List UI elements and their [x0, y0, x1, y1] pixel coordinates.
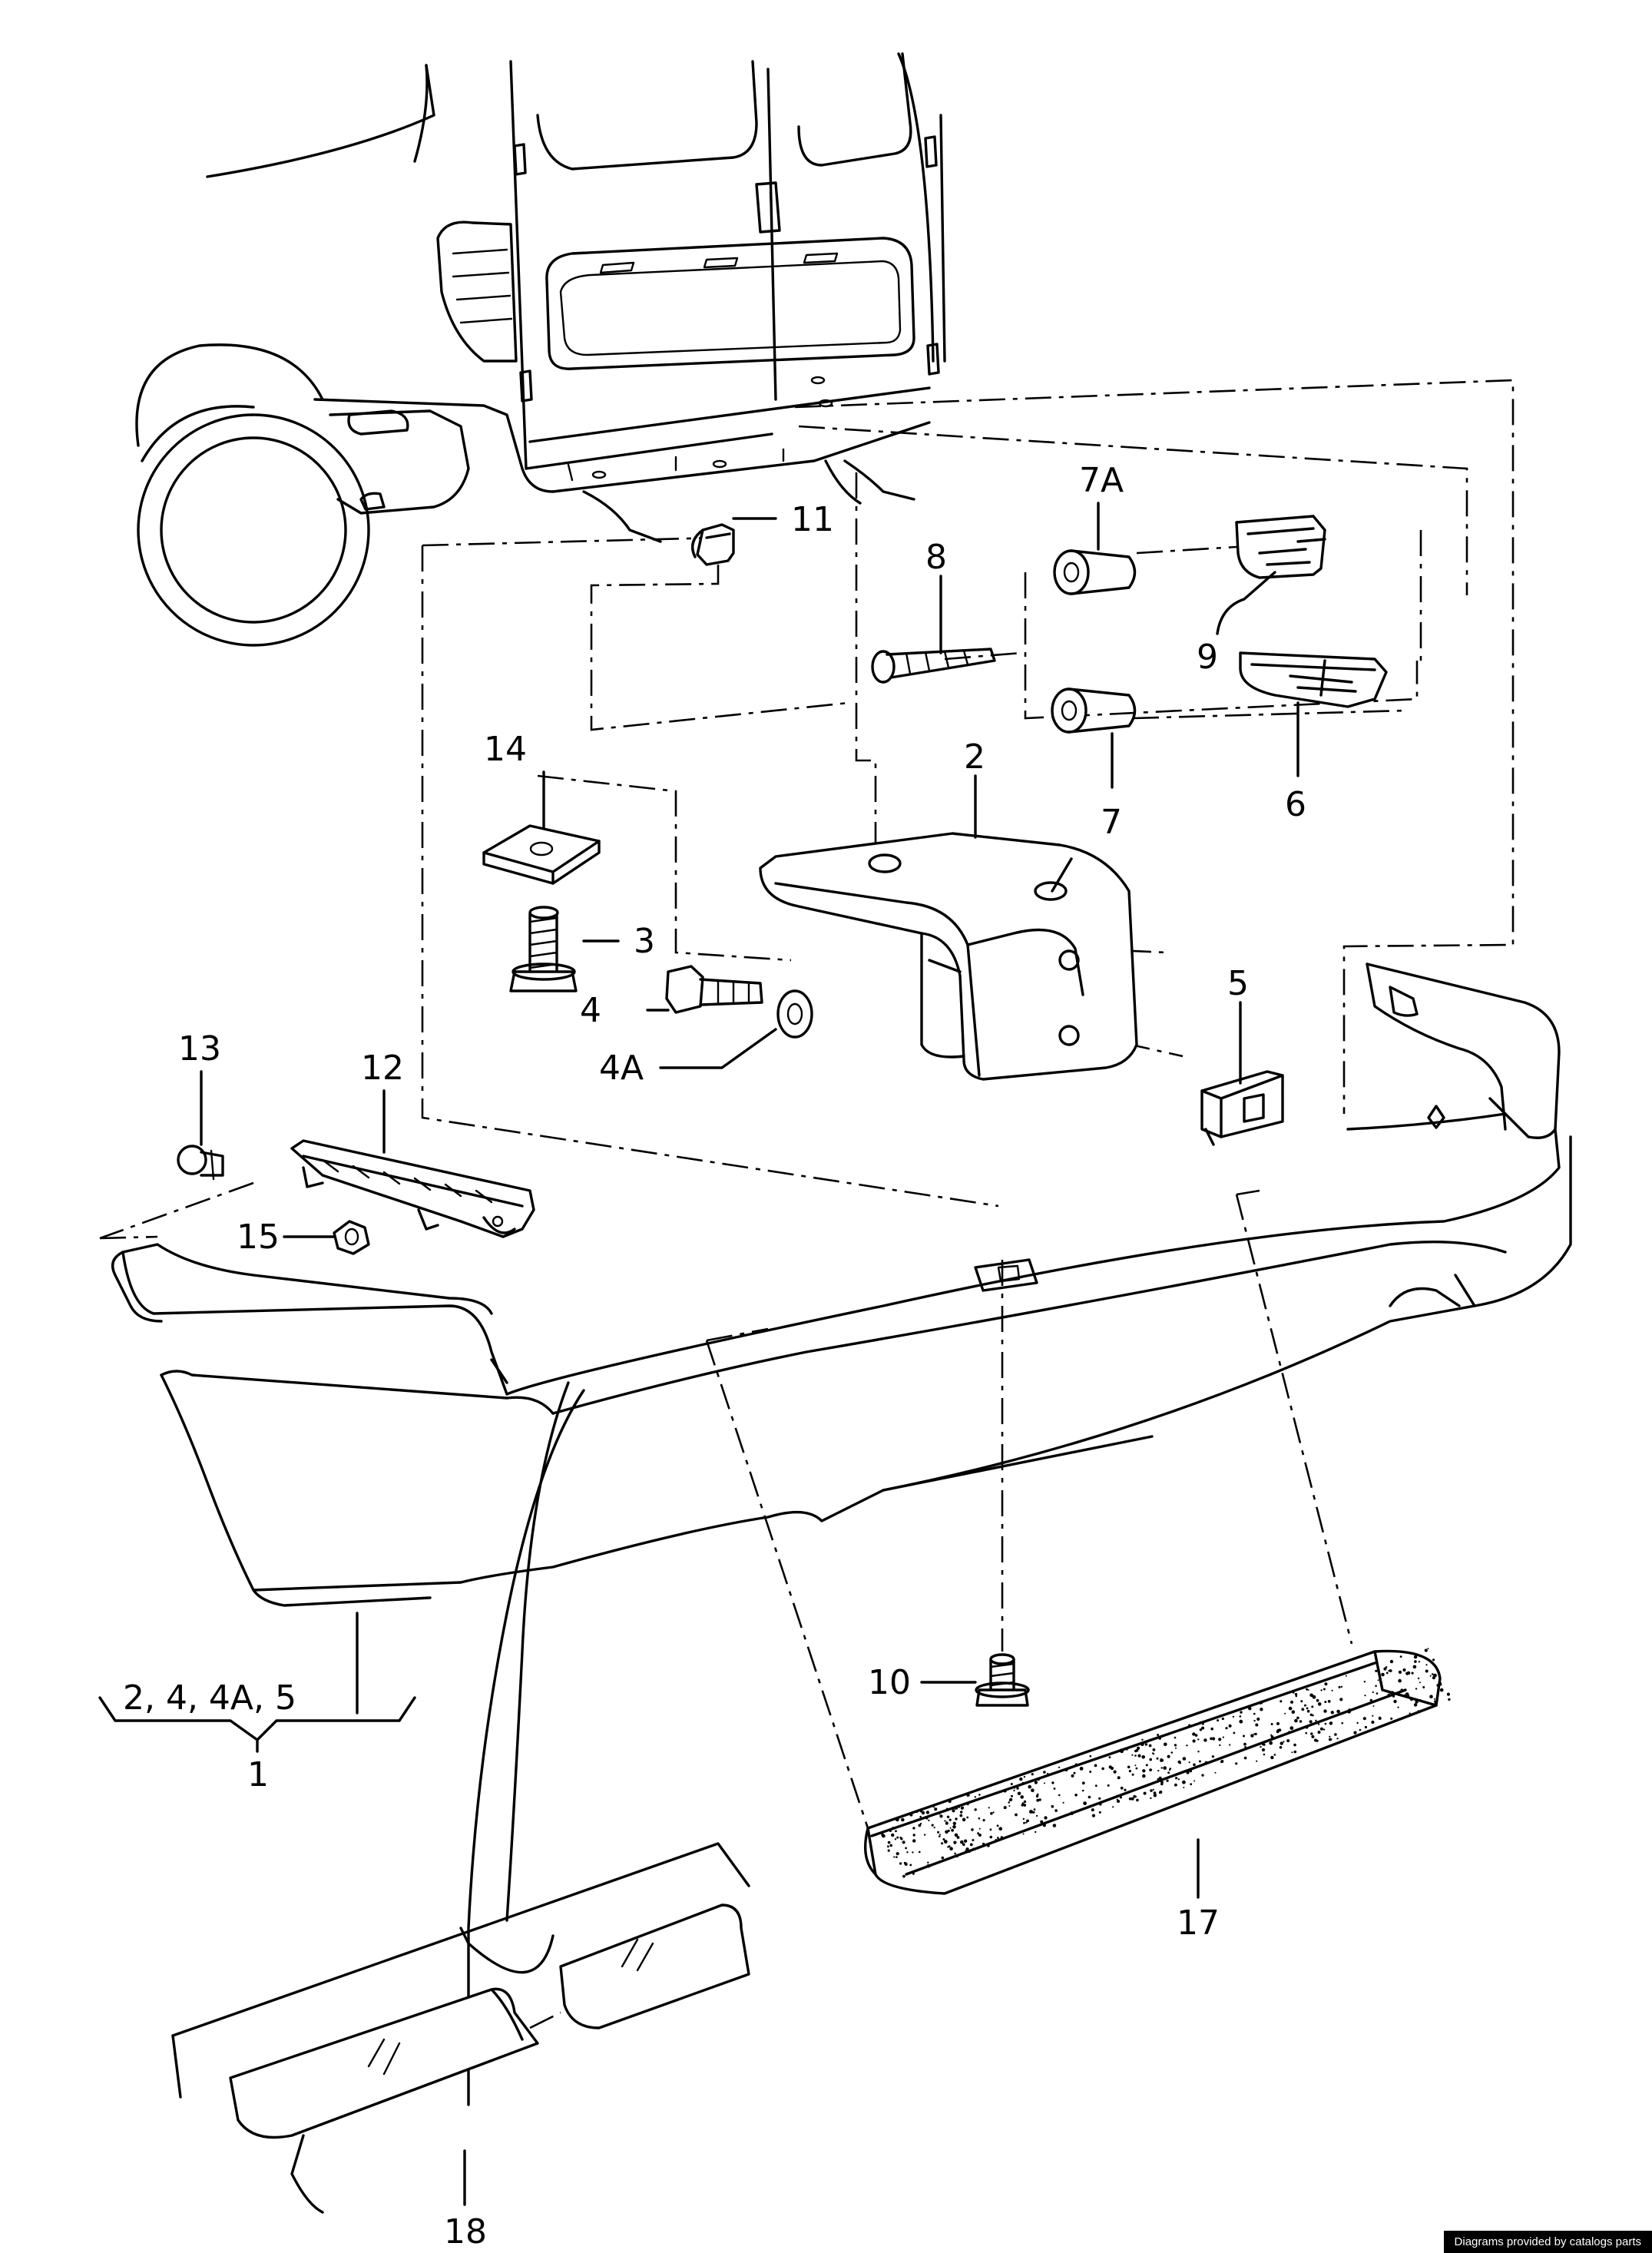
screw-10 [975, 1653, 1030, 1707]
callout-2: 2 [964, 737, 985, 777]
clip-9 [1235, 515, 1326, 579]
bolt-4 [665, 965, 763, 1014]
callout-1: 1 [247, 1755, 269, 1794]
callout-3: 3 [634, 922, 655, 961]
clip-6 [1239, 651, 1388, 708]
callout-6: 6 [1285, 785, 1306, 824]
clip-nut-5 [1200, 1070, 1284, 1146]
diagram-credit-footer: Diagrams provided by catalogs parts [1443, 2231, 1652, 2253]
nut-15 [333, 1220, 370, 1255]
callout-14: 14 [484, 730, 527, 769]
protective-trim-strip [171, 1381, 750, 2214]
washer-4A [776, 989, 813, 1039]
clip-13 [177, 1145, 224, 1181]
grommet-7 [1051, 687, 1137, 734]
assembly-group-label: 2, 4, 4A, 5 [123, 1678, 296, 1718]
energy-absorber-foam [863, 1648, 1451, 1895]
callout-labels: 11 7A 8 9 7 6 2 14 3 4 4A 5 13 12 15 10 … [123, 461, 1306, 2251]
assembly-lines [99, 379, 1515, 1829]
callout-15: 15 [237, 1218, 280, 1257]
clip-nut-11 [691, 523, 735, 566]
callout-13: 13 [178, 1029, 221, 1069]
callout-7A: 7A [1079, 461, 1124, 500]
bumper-end-guide-bracket [290, 1139, 535, 1238]
callout-4A: 4A [599, 1049, 644, 1088]
callout-10: 10 [868, 1663, 911, 1702]
foam-texture [881, 1648, 1451, 1878]
callout-18: 18 [444, 2212, 487, 2251]
callout-11: 11 [791, 500, 834, 539]
callout-12: 12 [361, 1049, 404, 1088]
rear-bumper-cover [111, 962, 1572, 1607]
plate-nut-14 [482, 824, 601, 885]
bumper-mounting-bracket [759, 832, 1138, 1081]
grommet-7A [1053, 549, 1137, 595]
bolt-3 [509, 906, 578, 992]
callout-8: 8 [925, 538, 947, 577]
callout-17: 17 [1177, 1903, 1220, 1943]
callout-5: 5 [1227, 964, 1249, 1003]
callout-9: 9 [1197, 638, 1218, 677]
vehicle-rear-body [135, 52, 946, 647]
screw-8 [871, 648, 996, 684]
callout-7: 7 [1101, 803, 1122, 842]
leader-lines [98, 502, 1299, 2206]
callout-4: 4 [580, 991, 601, 1030]
